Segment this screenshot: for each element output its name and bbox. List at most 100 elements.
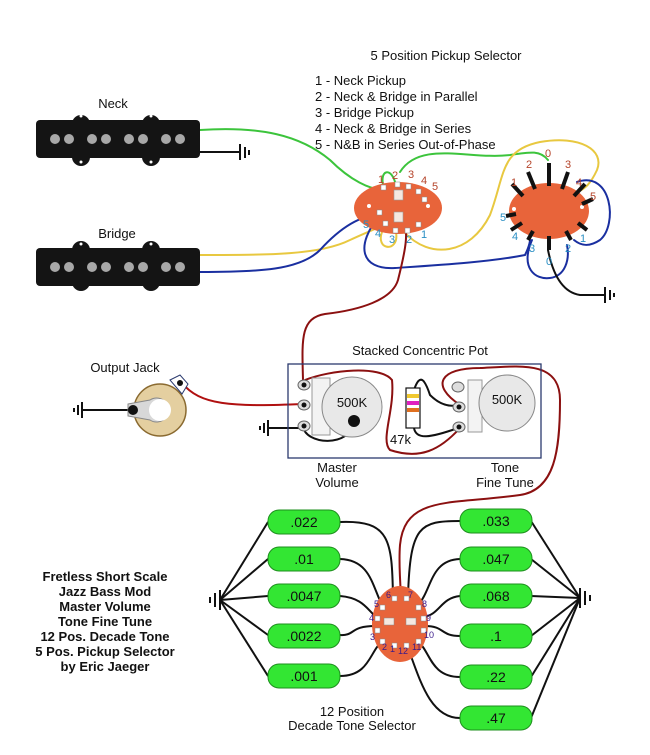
capacitor-value: .01 [294, 551, 314, 567]
lug-label: 8 [422, 599, 427, 609]
lug-label: 0 [545, 148, 551, 160]
capacitor-right-5: .22 [459, 664, 533, 690]
capacitor-value: .047 [482, 551, 509, 567]
wire-right-ground [547, 249, 606, 296]
lug-label: 1 [378, 174, 384, 186]
capacitor-right-1: .033 [459, 508, 533, 534]
wires [81, 128, 611, 719]
bridge-pickup-label: Bridge [98, 226, 136, 241]
capacitor-body [459, 623, 533, 649]
output-jack [127, 374, 189, 437]
stacked-pot-box [287, 363, 542, 459]
selector-position-2: 2 - Neck & Bridge in Parallel [315, 89, 478, 104]
ground-symbol-right-caps [579, 588, 591, 608]
lug-label: 10 [424, 630, 434, 640]
wire-volume-loop [304, 369, 461, 455]
wire-cap-47 [407, 647, 461, 719]
wire-yellow-to-right [403, 139, 600, 251]
capacitor-value: .1 [490, 628, 502, 644]
ground-symbol-jack [73, 402, 83, 418]
capacitor-body [459, 508, 533, 534]
tone-fine-tune-pot: 500K [451, 374, 536, 433]
neck-pickup-label: Neck [98, 96, 128, 111]
decade-label-line2: Decade Tone Selector [288, 718, 416, 733]
title-line-7: by Eric Jaeger [61, 659, 150, 674]
lug-label: 2 [526, 159, 532, 171]
lug-label: 3 [389, 234, 395, 246]
wire-cap-1 [424, 625, 461, 637]
title-line-2: Jazz Bass Mod [59, 584, 152, 599]
capacitor-right-6: .47 [459, 705, 533, 731]
lug-label: 1 [580, 233, 586, 245]
wire-cap-033 [407, 520, 461, 598]
capacitor-body [459, 664, 533, 690]
wire-resistor-bottom [413, 427, 459, 438]
lug-label: 5 [374, 599, 379, 609]
lug-label: 4 [576, 177, 582, 189]
capacitor-left-3: .0047 [267, 583, 341, 609]
lug-label: 12 [398, 646, 408, 656]
capacitor-value: .47 [486, 710, 506, 726]
wafer-lug-labels: 0 1 2 3 4 5 0 1 2 3 4 5 [500, 148, 596, 268]
title-line-1: Fretless Short Scale [43, 569, 168, 584]
selector-wafer: 0 1 2 3 4 5 0 1 2 3 4 5 [500, 148, 596, 268]
capacitor-value: .22 [486, 669, 506, 685]
ground-symbol-neck [239, 144, 250, 160]
lug-label: 11 [412, 642, 421, 652]
wire-tone-to-decade [398, 365, 562, 616]
lug-label: 5 [432, 181, 438, 193]
capacitor-value: .0047 [286, 588, 321, 604]
capacitor-value: .0022 [286, 628, 321, 644]
lug-label: 3 [370, 632, 375, 642]
lug-label: 9 [426, 613, 431, 623]
lug-label: 4 [369, 613, 374, 623]
lug-label: 6 [386, 590, 391, 600]
right-ground-fan [530, 520, 581, 719]
decade-tone-switch: 1 2 3 4 5 6 7 8 9 10 11 12 [369, 586, 434, 662]
lug-label: 4 [375, 228, 381, 240]
wire-resistor-top [413, 378, 459, 407]
capacitor-body [267, 583, 341, 609]
selector-title: 5 Position Pickup Selector [370, 48, 522, 63]
wire-cap-22 [417, 641, 461, 678]
lug-label: 3 [565, 159, 571, 171]
ground-symbol-selector [604, 287, 615, 303]
lug-label: 4 [421, 175, 427, 187]
wire-selector-to-volume [301, 217, 408, 381]
title-line-6: 5 Pos. Pickup Selector [35, 644, 174, 659]
master-volume-pot: 500K [297, 376, 383, 438]
volume-label-line1: Master [317, 460, 357, 475]
selector-position-3: 3 - Bridge Pickup [315, 105, 414, 120]
capacitor-right-4: .1 [459, 623, 533, 649]
capacitor-left-1: .022 [267, 509, 341, 535]
left-ground-fan [219, 521, 269, 677]
capacitor-body [459, 583, 533, 609]
volume-pot-value: 500K [337, 395, 368, 410]
volume-label-line2: Volume [315, 475, 358, 490]
capacitor-left-4: .0022 [267, 623, 341, 649]
lug-label: 1 [511, 177, 517, 189]
lug-label: 2 [392, 170, 398, 182]
wire-blue-under-loop [526, 239, 569, 280]
wire-bridge-hot [199, 223, 386, 256]
ground-symbol-left-caps [209, 590, 221, 610]
wire-cap-0022 [339, 625, 376, 637]
wire-green-to-right [399, 151, 549, 173]
tone-pot-value: 500K [492, 392, 523, 407]
title-block: Fretless Short Scale Jazz Bass Mod Maste… [35, 569, 174, 674]
ground-symbol-pot [259, 420, 269, 436]
capacitor-value: .068 [482, 588, 509, 604]
lug-label: 5 [590, 191, 596, 203]
decade-label-line1: 12 Position [320, 704, 384, 719]
resistor-value: 47k [390, 432, 411, 447]
wire-cap-022 [339, 520, 394, 598]
wire-jack-to-volume [181, 382, 304, 407]
capacitor-left-5: .001 [267, 663, 341, 689]
selector-position-list: 1 - Neck Pickup 2 - Neck & Bridge in Par… [315, 73, 496, 152]
lug-label: 3 [408, 169, 414, 181]
pickup-selector-switch: 1 2 3 4 5 5 4 3 2 1 [354, 169, 442, 246]
pole-pieces [50, 262, 185, 272]
lug-label: 2 [565, 243, 571, 255]
tone-label-line2: Fine Tune [476, 475, 534, 490]
